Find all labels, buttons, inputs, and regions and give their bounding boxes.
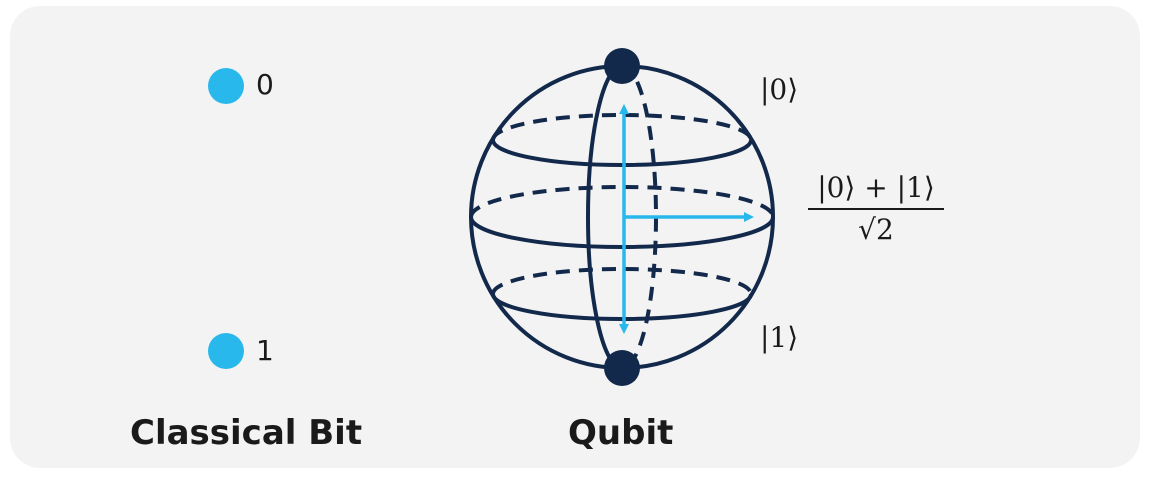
qubit-caption: Qubit	[568, 413, 674, 453]
north-pole-dot	[604, 48, 640, 84]
bit-one-label: 1	[256, 334, 274, 367]
superposition-numerator: |0⟩ + |1⟩	[808, 174, 944, 210]
superposition-fraction: |0⟩ + |1⟩ √2	[808, 174, 944, 244]
south-pole-dot	[604, 350, 640, 386]
ket-zero-label: |0⟩	[760, 73, 799, 106]
bit-one-dot	[208, 333, 244, 369]
classical-bit-caption: Classical Bit	[130, 413, 363, 453]
meridian-back	[621, 64, 658, 370]
equator-front	[469, 216, 775, 249]
bit-zero-label: 0	[256, 68, 274, 101]
latitude-lower-front	[491, 293, 753, 321]
equator-back	[469, 185, 775, 218]
superposition-denominator: √2	[858, 213, 894, 246]
ket-one-label: |1⟩	[760, 321, 799, 354]
meridian-front	[586, 64, 623, 370]
bit-zero-dot	[208, 68, 244, 104]
latitude-lower-back	[491, 267, 753, 295]
diagram-panel	[10, 6, 1140, 468]
latitude-upper-back	[491, 113, 753, 141]
latitude-upper-front	[491, 139, 753, 167]
